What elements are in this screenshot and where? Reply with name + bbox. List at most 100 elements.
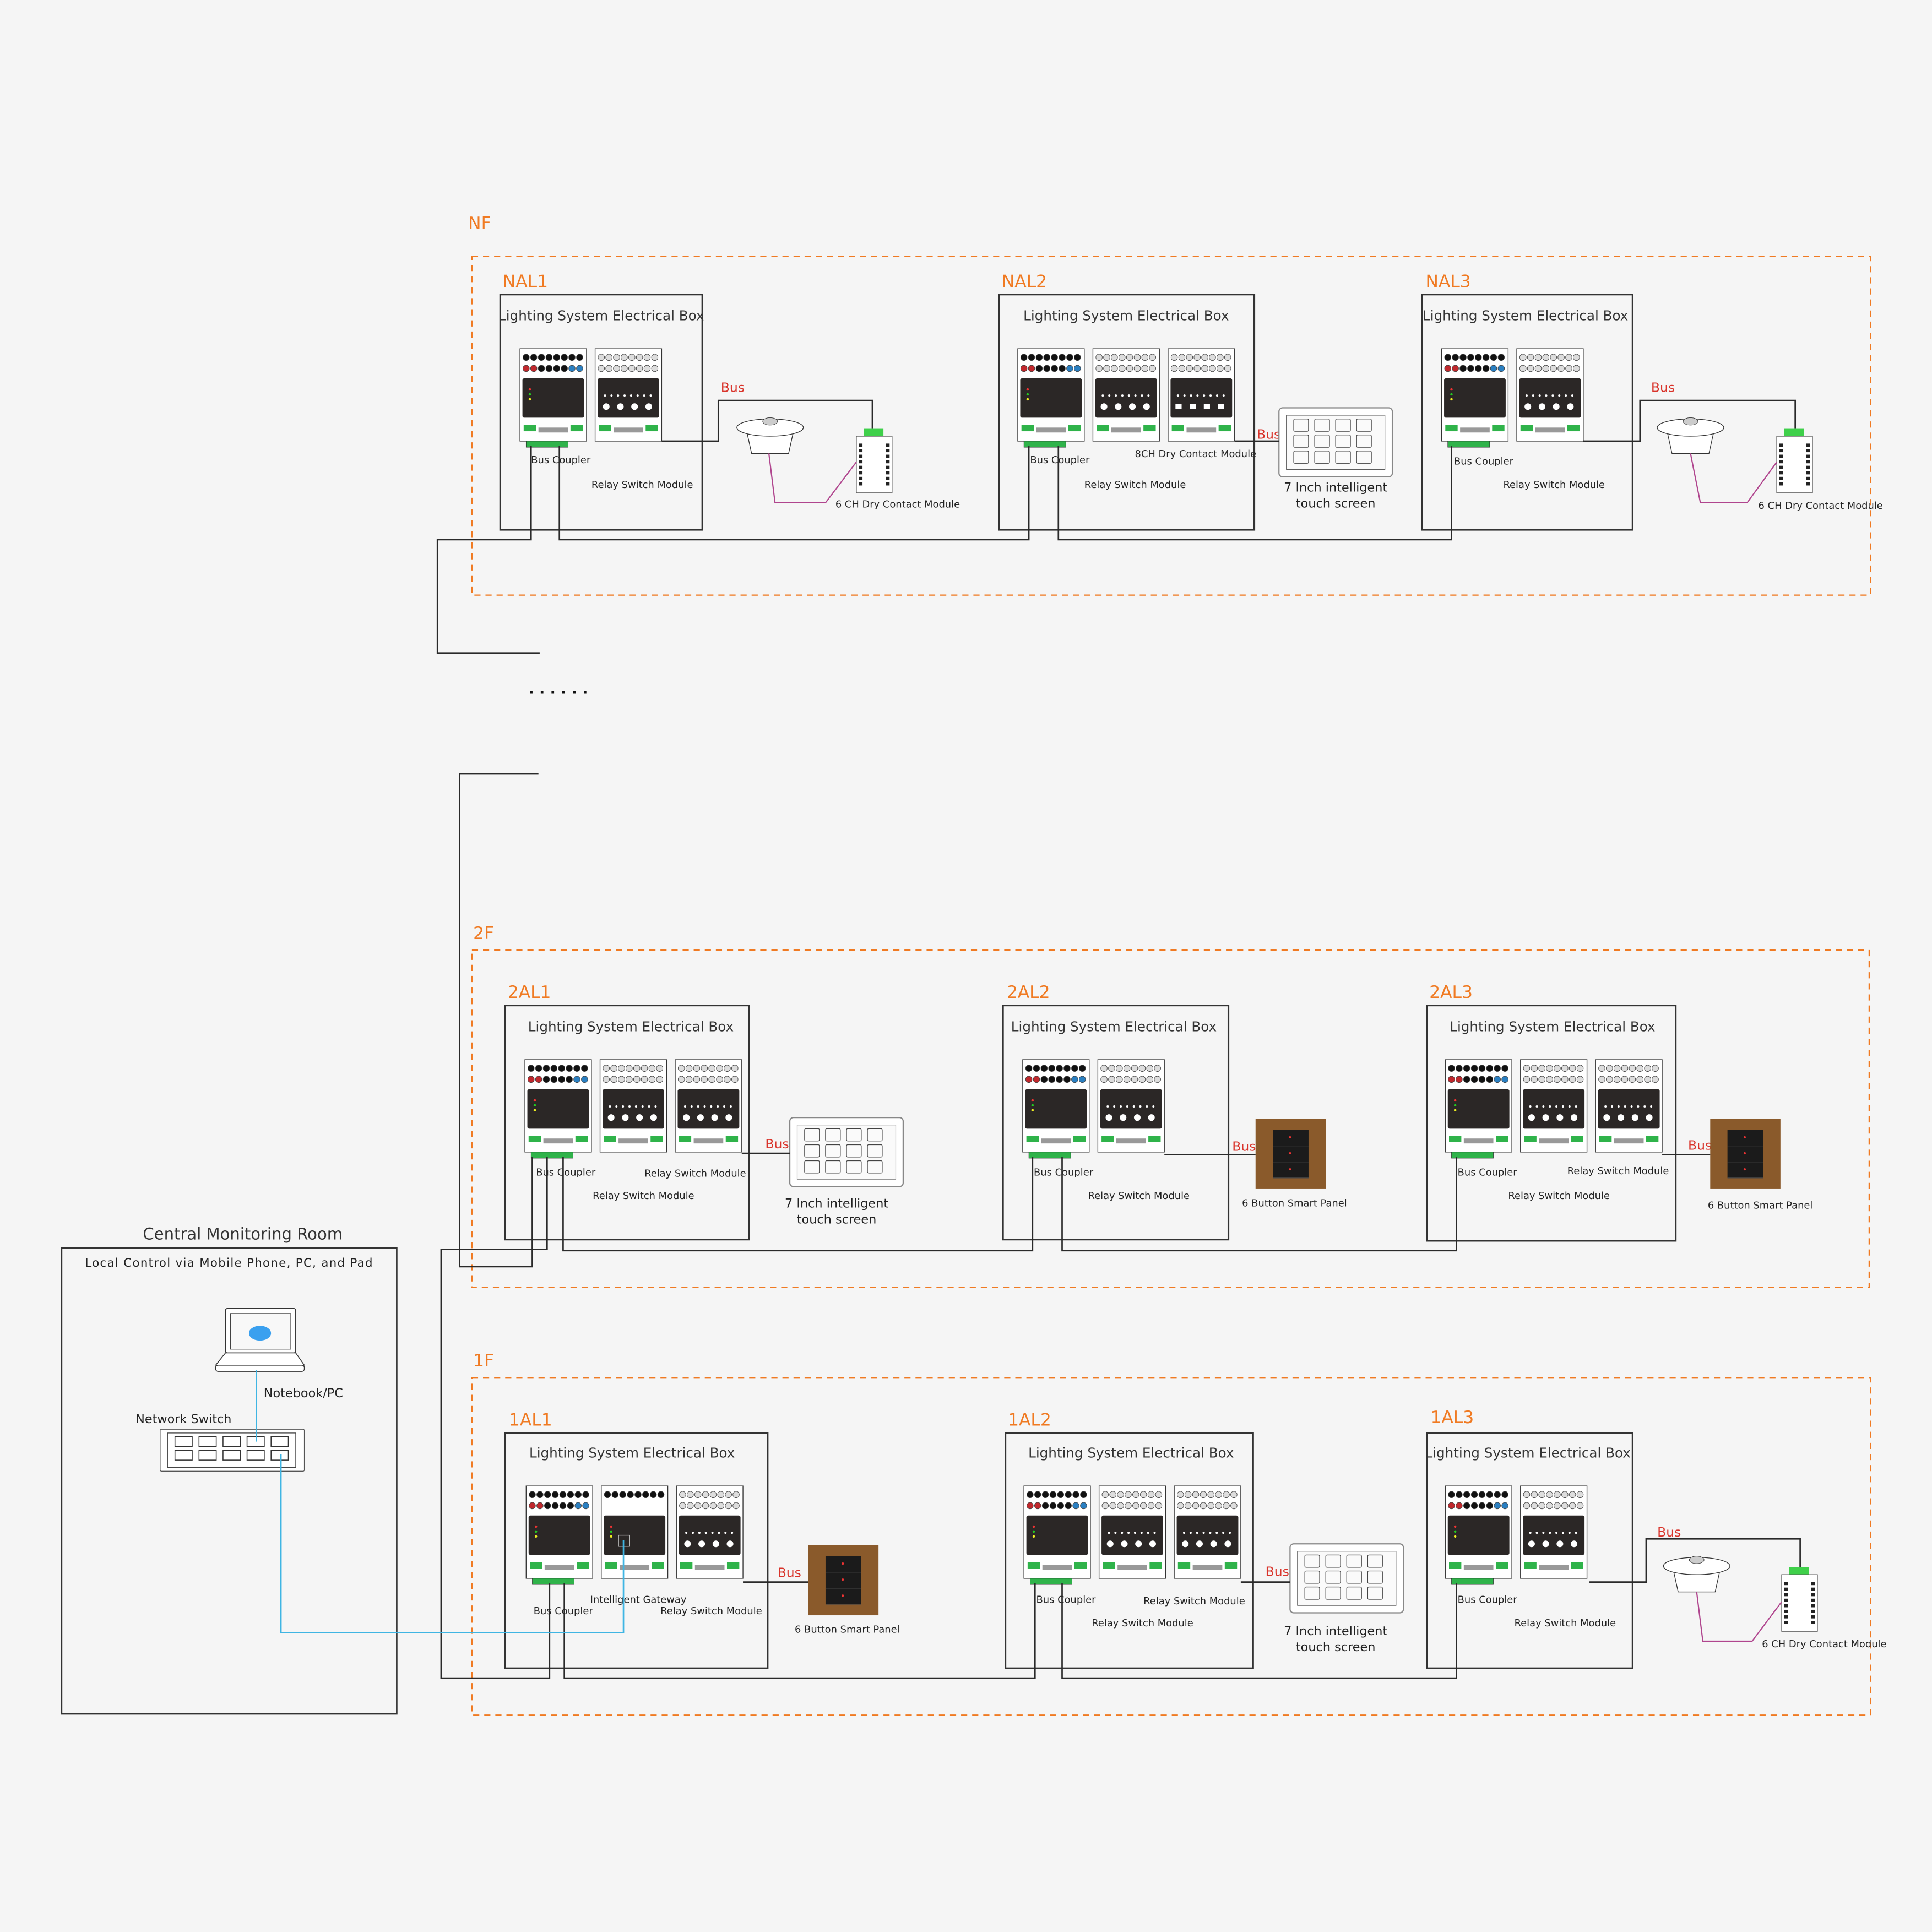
module-label: Relay Switch Module [660, 1605, 762, 1617]
module-label: Bus Coupler [1036, 1594, 1097, 1606]
box-outline [1005, 1432, 1254, 1669]
box-title: Lighting System Electrical Box [1450, 1019, 1655, 1035]
floor-label: 2F [473, 924, 494, 943]
relay-module [1520, 1059, 1588, 1153]
ethernet-port-icon [198, 1450, 217, 1461]
box-name: 2AL3 [1429, 983, 1473, 1002]
ethernet-port-icon [270, 1450, 289, 1461]
box-outline [504, 1432, 769, 1669]
touch-screen[interactable] [789, 1117, 904, 1187]
box-name: NAL3 [1425, 272, 1470, 291]
ethernet-port-icon [222, 1450, 241, 1461]
backbone-bus-wire [558, 446, 1030, 541]
box-outline [1426, 1432, 1633, 1669]
relay-module [676, 1485, 744, 1579]
module-label: Relay Switch Module [1088, 1190, 1190, 1202]
relay-module [1098, 1485, 1166, 1579]
module-label: Bus Coupler [1458, 1166, 1518, 1178]
box-title: Lighting System Electrical Box [1425, 1445, 1631, 1461]
box-title: Lighting System Electrical Box [1423, 308, 1628, 324]
sensor-wire [1696, 1592, 1782, 1642]
motion-sensor [1657, 417, 1724, 454]
device-label: touch screen [1296, 497, 1376, 511]
module-label: Bus Coupler [536, 1166, 596, 1178]
floor-boundary [471, 256, 1871, 596]
bus-label: Bus [1266, 1564, 1289, 1579]
coupler-module [525, 1485, 593, 1585]
box-outline [1002, 1005, 1230, 1241]
backbone-bus-wire [440, 1157, 551, 1679]
box-outline [998, 294, 1256, 531]
backbone-bus-wire [562, 1157, 1034, 1252]
box-title: Lighting System Electrical Box [498, 308, 704, 324]
coupler-module [1445, 1059, 1512, 1159]
network-switch-label: Network Switch [135, 1412, 231, 1426]
box-outline [1421, 294, 1633, 531]
module-label: Relay Switch Module [1092, 1618, 1193, 1629]
box-name: 1AL1 [509, 1410, 552, 1430]
network-switch[interactable] [160, 1429, 305, 1472]
module-label: Relay Switch Module [1143, 1595, 1245, 1607]
bus-label: Bus [1232, 1139, 1256, 1154]
box-name: 2AL1 [508, 983, 551, 1002]
device-label: 6 Button Smart Panel [795, 1624, 900, 1635]
box-title: Lighting System Electrical Box [528, 1019, 734, 1035]
ethernet-port-icon [174, 1436, 193, 1447]
module-label: 8CH Dry Contact Module [1135, 448, 1257, 460]
coupler-module [1441, 348, 1509, 448]
room-subtitle: Local Control via Mobile Phone, PC, and … [85, 1256, 373, 1270]
module-label: Bus Coupler [531, 454, 591, 466]
module-label: Intelligent Gateway [590, 1594, 687, 1606]
continuation-dots: · · · · · · [529, 684, 588, 701]
box-name: NAL2 [1002, 272, 1047, 291]
box-title: Lighting System Electrical Box [1023, 308, 1229, 324]
bus-label: Bus [1651, 379, 1675, 395]
relay-module [594, 348, 663, 442]
device-label: 6 Button Smart Panel [1242, 1197, 1347, 1209]
floor-label: NF [468, 214, 491, 234]
box-title: Lighting System Electrical Box [529, 1445, 735, 1461]
module-label: Bus Coupler [1458, 1594, 1518, 1606]
touch-screen[interactable] [1278, 407, 1393, 477]
six-button-smart-panel[interactable] [1710, 1119, 1781, 1189]
coupler-module [519, 348, 587, 448]
bus-label: Bus [1257, 426, 1280, 442]
touch-screen[interactable] [1289, 1543, 1404, 1614]
dry8-module [1168, 348, 1235, 442]
ethernet-port-icon [270, 1436, 289, 1447]
bus-label: Bus [721, 379, 745, 395]
coupler-module [1445, 1485, 1512, 1585]
backbone-bus-wire [563, 1583, 1036, 1679]
relay-module [1097, 1059, 1165, 1153]
dry-contact-module [856, 428, 893, 493]
box-name: 1AL3 [1430, 1408, 1474, 1428]
laptop-icon[interactable] [214, 1308, 306, 1372]
motion-sensor [1663, 1556, 1730, 1593]
coupler-module [1017, 348, 1085, 448]
network-cable [280, 1453, 625, 1633]
backbone-bus-wire [1057, 446, 1452, 541]
device-label: 6 CH Dry Contact Module [1762, 1638, 1886, 1650]
six-button-smart-panel[interactable] [808, 1545, 879, 1616]
device-label: 7 Inch intelligent [785, 1197, 888, 1211]
device-label: 7 Inch intelligent [1284, 1624, 1387, 1638]
bus-label: Bus [778, 1565, 801, 1581]
device-label: touch screen [1296, 1640, 1376, 1654]
device-label: 6 Button Smart Panel [1708, 1200, 1813, 1212]
relay-module [1520, 1485, 1588, 1579]
module-label: Relay Switch Module [593, 1190, 694, 1202]
gateway-module [601, 1485, 669, 1579]
six-button-smart-panel[interactable] [1255, 1119, 1326, 1189]
module-label: Bus Coupler [1030, 454, 1090, 466]
